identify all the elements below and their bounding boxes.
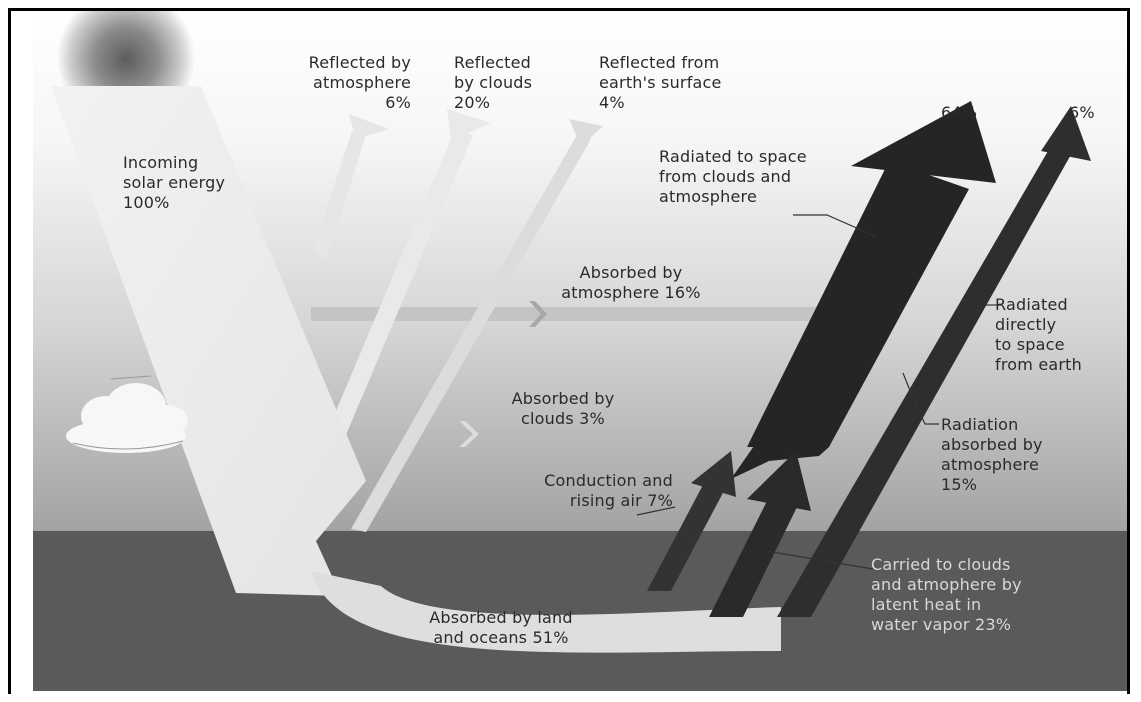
absorbed-atmosphere-chevron xyxy=(529,301,547,327)
radiated-clouds-atmosphere-label: Radiated to space from clouds and atmosp… xyxy=(659,147,807,206)
radiated-clouds-pointer xyxy=(793,214,878,238)
space-6-label: 6% xyxy=(1069,103,1095,122)
conduction-pointer xyxy=(636,506,676,516)
conduction-arrow xyxy=(647,451,736,591)
absorbed-clouds-band xyxy=(331,429,771,439)
reflected-clouds-arrow xyxy=(317,109,491,456)
radiation-absorbed-label: Radiation absorbed by atmosphere 15% xyxy=(941,415,1043,494)
absorbed-clouds-label: Absorbed by clouds 3% xyxy=(511,389,615,428)
incoming-solar-label: Incoming solar energy 100% xyxy=(123,153,226,212)
latent-heat-arrow xyxy=(709,451,811,617)
latent-heat-label: Carried to clouds and atmophere by laten… xyxy=(871,555,1022,634)
ground-background xyxy=(33,531,1127,691)
radiated-directly-label: Radiated directly to space from earth xyxy=(995,295,1082,374)
conduction-label: Conduction and rising air 7% xyxy=(544,471,673,510)
radiated-clouds-atmosphere-arrow xyxy=(731,101,996,479)
land-oceans-label: Absorbed by land and oceans 51% xyxy=(429,608,573,647)
reflected-clouds-label: Reflected by clouds 20% xyxy=(454,53,533,112)
radiated-directly-arrow xyxy=(777,106,1091,617)
energy-balance-diagram xyxy=(33,11,1127,691)
reflected-surface-label: Reflected from earth's surface 4% xyxy=(599,53,722,112)
incoming-solar-arrow xyxy=(51,86,781,653)
absorbed-clouds-chevron xyxy=(459,421,479,447)
cloud-icon xyxy=(66,375,188,453)
radiation-absorbed-pointer xyxy=(902,372,939,425)
space-64-label: 64% xyxy=(941,103,978,122)
reflected-surface-arrow xyxy=(351,119,603,532)
reflected-atmosphere-arrow xyxy=(313,114,389,259)
latent-heat-pointer xyxy=(765,550,874,570)
absorbed-atmosphere-band xyxy=(311,307,841,321)
diagram-frame: Incoming solar energy 100% Reflected by … xyxy=(8,8,1130,694)
reflected-atmosphere-label: Reflected by atmosphere 6% xyxy=(308,53,411,112)
absorbed-atmosphere-label: Absorbed by atmosphere 16% xyxy=(561,263,701,302)
